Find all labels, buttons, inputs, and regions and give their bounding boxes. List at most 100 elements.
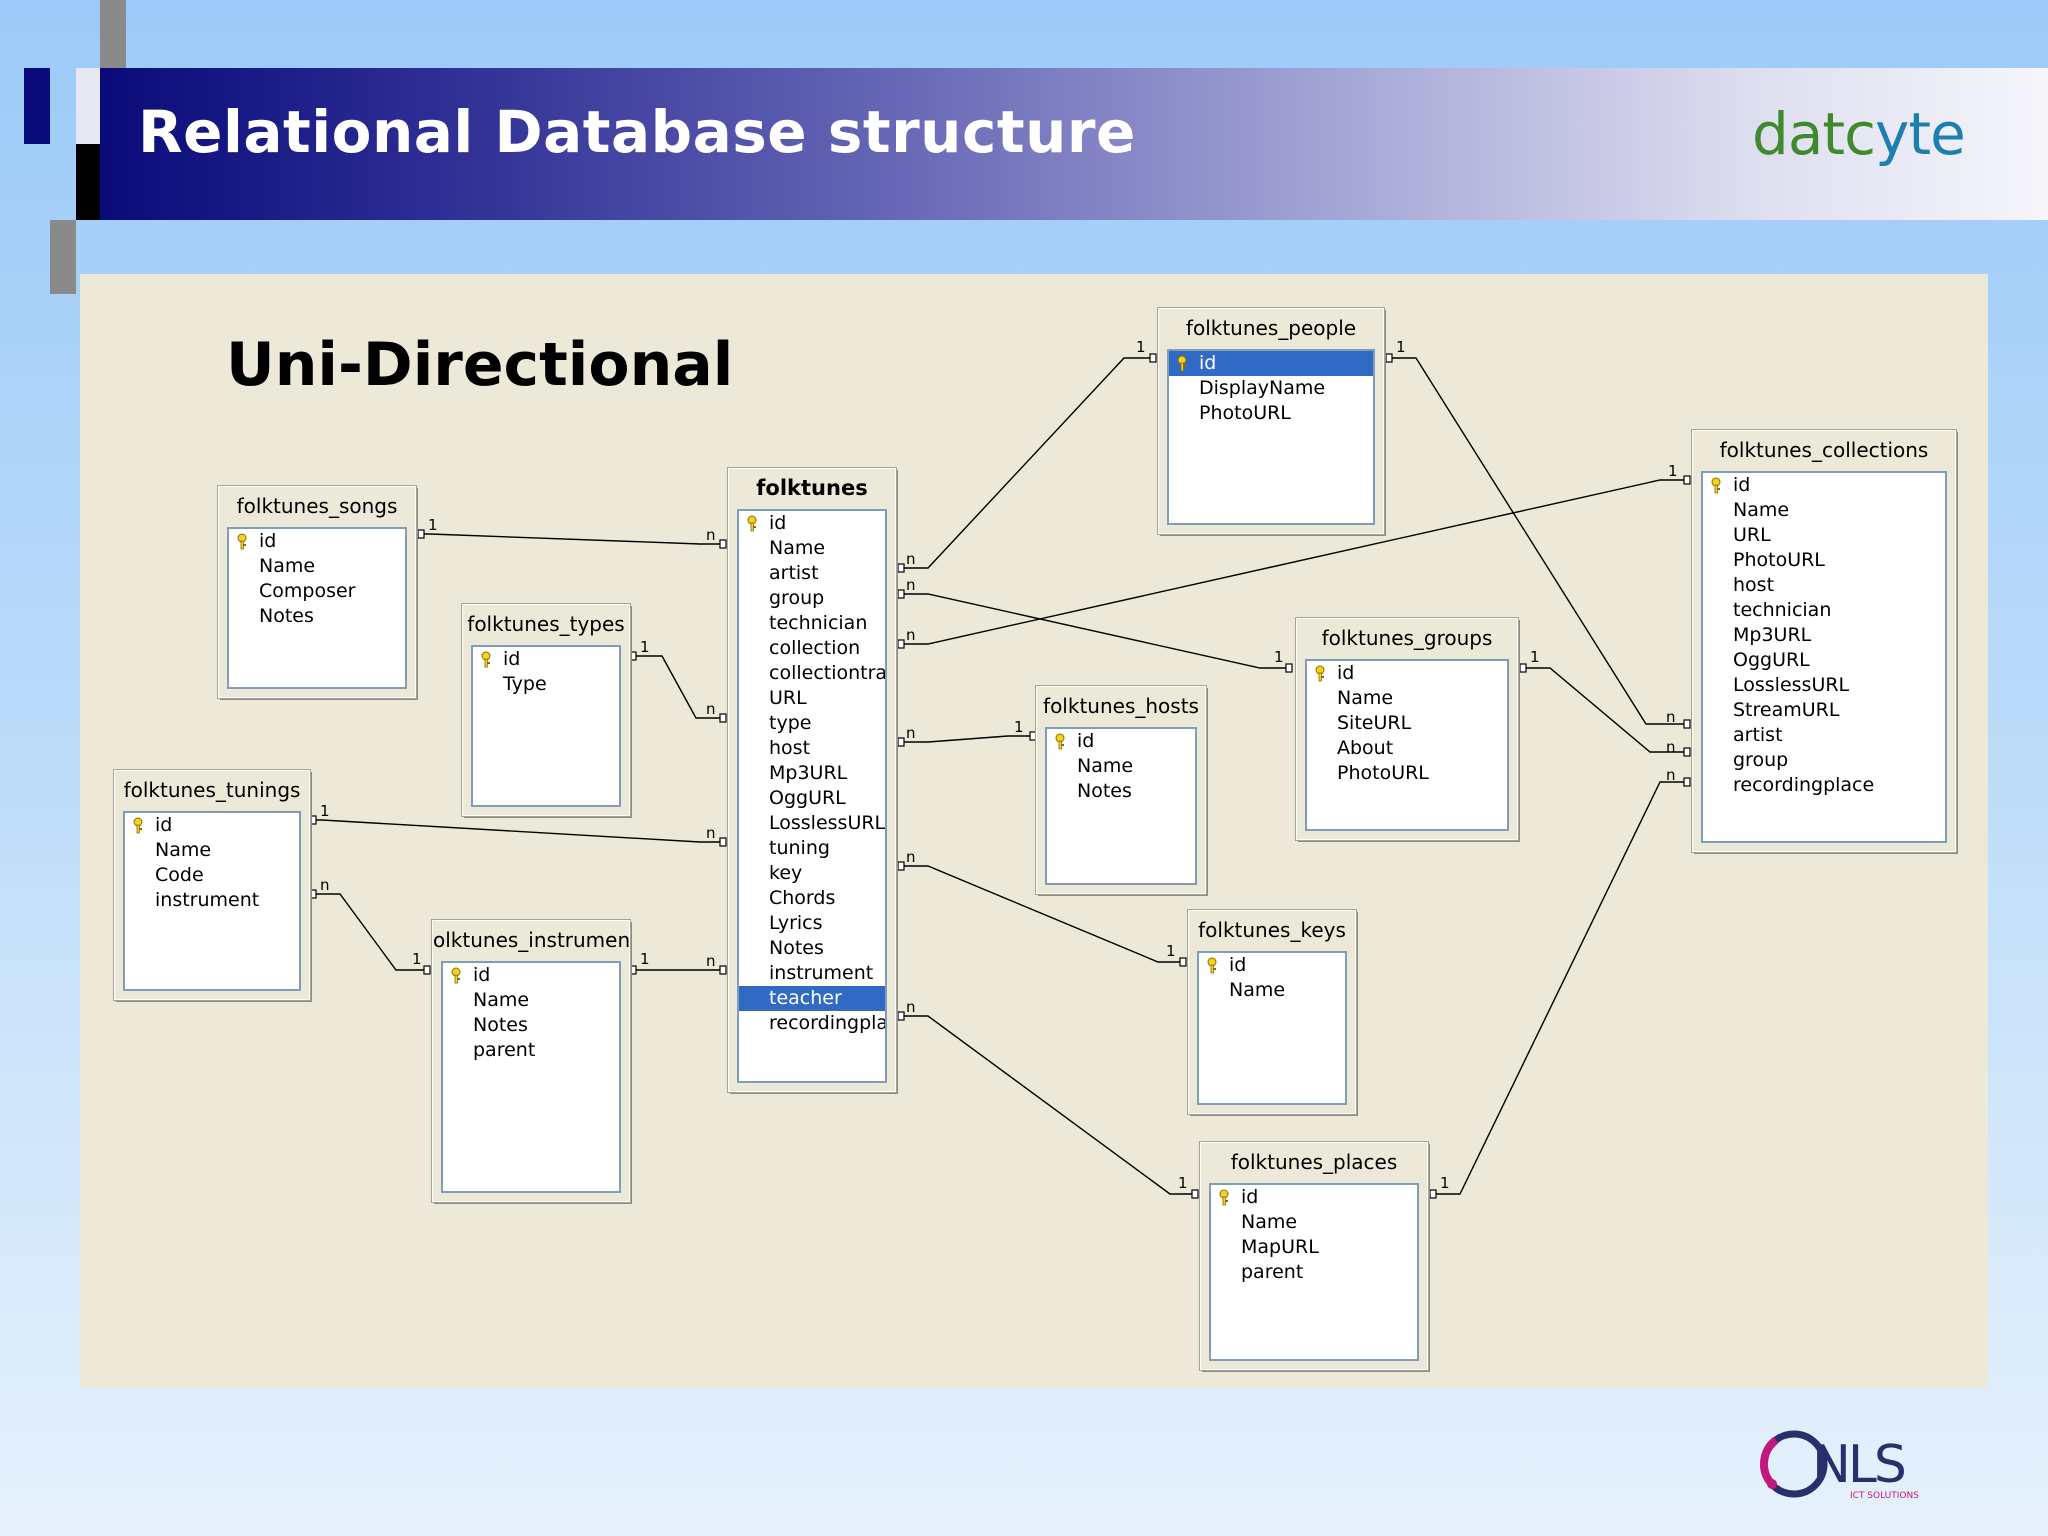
column-row-primary-key[interactable]: id	[229, 529, 405, 554]
column-row[interactable]: Name	[125, 838, 299, 863]
table-title[interactable]: folktunes_people	[1185, 316, 1357, 340]
column-row-primary-key[interactable]: id	[473, 647, 619, 672]
column-row[interactable]: instrument	[125, 888, 299, 913]
column-name: Name	[155, 839, 212, 861]
column-row[interactable]: Name	[739, 536, 885, 561]
table-title[interactable]: folktunes_hosts	[1043, 694, 1199, 718]
column-row[interactable]: PhotoURL	[1307, 761, 1507, 786]
column-row[interactable]: recordingplace	[1703, 773, 1945, 798]
column-row[interactable]: PhotoURL	[1703, 548, 1945, 573]
table-title[interactable]: folktunes_keys	[1198, 918, 1346, 942]
column-row[interactable]: group	[739, 586, 885, 611]
column-row-primary-key[interactable]: id	[443, 963, 619, 988]
table-title[interactable]: folktunes_places	[1230, 1150, 1398, 1174]
column-row[interactable]: Name	[1047, 754, 1195, 779]
column-row[interactable]: SiteURL	[1307, 711, 1507, 736]
column-row[interactable]: Notes	[229, 604, 405, 629]
column-row[interactable]: Notes	[1047, 779, 1195, 804]
column-row[interactable]: artist	[1703, 723, 1945, 748]
column-row[interactable]: MapURL	[1211, 1235, 1417, 1260]
column-row[interactable]: LosslessURL	[739, 811, 885, 836]
column-row[interactable]: DisplayName	[1169, 376, 1373, 401]
column-row[interactable]: technician	[1703, 598, 1945, 623]
column-row[interactable]: Lyrics	[739, 911, 885, 936]
column-row[interactable]: group	[1703, 748, 1945, 773]
column-row[interactable]: StreamURL	[1703, 698, 1945, 723]
column-row-primary-key[interactable]: id	[1169, 351, 1373, 376]
table-title[interactable]: olktunes_instrument	[433, 928, 629, 952]
column-row[interactable]: Type	[473, 672, 619, 697]
column-row[interactable]: Notes	[443, 1013, 619, 1038]
table-title[interactable]: folktunes_tunings	[123, 778, 301, 802]
column-row[interactable]: Name	[1199, 978, 1345, 1003]
column-row[interactable]: Mp3URL	[1703, 623, 1945, 648]
column-row[interactable]: LosslessURL	[1703, 673, 1945, 698]
column-row[interactable]: Name	[1211, 1210, 1417, 1235]
column-row[interactable]: technician	[739, 611, 885, 636]
column-row[interactable]: artist	[739, 561, 885, 586]
column-row[interactable]: type	[739, 711, 885, 736]
deco-white-square	[76, 68, 102, 144]
deco-black-square	[76, 144, 102, 220]
link-types-main	[632, 655, 726, 719]
card-people-many: n	[906, 550, 916, 568]
column-row[interactable]: PhotoURL	[1169, 401, 1373, 426]
column-row[interactable]: Composer	[229, 579, 405, 604]
column-row[interactable]: Name	[443, 988, 619, 1013]
column-row[interactable]: Name	[1307, 686, 1507, 711]
column-row-primary-key[interactable]: id	[739, 511, 885, 536]
primary-key-icon	[1177, 355, 1187, 372]
column-row[interactable]: key	[739, 861, 885, 886]
table-title[interactable]: folktunes_types	[467, 612, 625, 636]
column-row[interactable]: Chords	[739, 886, 885, 911]
nls-logo-text: NLS	[1812, 1435, 1905, 1495]
column-row[interactable]: Name	[1703, 498, 1945, 523]
column-row[interactable]: Name	[229, 554, 405, 579]
column-row-primary-key[interactable]: id	[1199, 953, 1345, 978]
card-tun-inst-many: n	[320, 876, 330, 894]
column-row[interactable]: tuning	[739, 836, 885, 861]
table-title[interactable]: folktunes_songs	[236, 494, 398, 518]
column-row-primary-key[interactable]: id	[125, 813, 299, 838]
column-row[interactable]: URL	[739, 686, 885, 711]
table-title[interactable]: folktunes_collections	[1719, 438, 1929, 462]
column-row[interactable]: collectiontrac	[739, 661, 885, 686]
column-row[interactable]: Notes	[739, 936, 885, 961]
column-row[interactable]: Mp3URL	[739, 761, 885, 786]
column-row-primary-key[interactable]: id	[1047, 729, 1195, 754]
column-row[interactable]: parent	[1211, 1260, 1417, 1285]
column-row[interactable]: recordingplac	[739, 1011, 885, 1036]
column-row[interactable]: teacher	[739, 986, 885, 1011]
column-row[interactable]: Code	[125, 863, 299, 888]
table-title[interactable]: folktunes	[756, 476, 868, 500]
column-row-primary-key[interactable]: id	[1211, 1185, 1417, 1210]
column-row[interactable]: parent	[443, 1038, 619, 1063]
column-row[interactable]: host	[1703, 573, 1945, 598]
column-row[interactable]: OggURL	[1703, 648, 1945, 673]
column-row[interactable]: collection	[739, 636, 885, 661]
column-name: Name	[1229, 979, 1286, 1001]
column-name: teacher	[769, 987, 842, 1009]
column-row[interactable]: OggURL	[739, 786, 885, 811]
table-title[interactable]: folktunes_groups	[1321, 626, 1493, 650]
column-row-primary-key[interactable]: id	[1307, 661, 1507, 686]
column-row[interactable]: URL	[1703, 523, 1945, 548]
column-row[interactable]: instrument	[739, 961, 885, 986]
card-places-coll-one: 1	[1440, 1174, 1450, 1192]
column-row-primary-key[interactable]: id	[1703, 473, 1945, 498]
column-row[interactable]: About	[1307, 736, 1507, 761]
column-row[interactable]: host	[739, 736, 885, 761]
diagram-canvas	[80, 274, 1988, 1388]
